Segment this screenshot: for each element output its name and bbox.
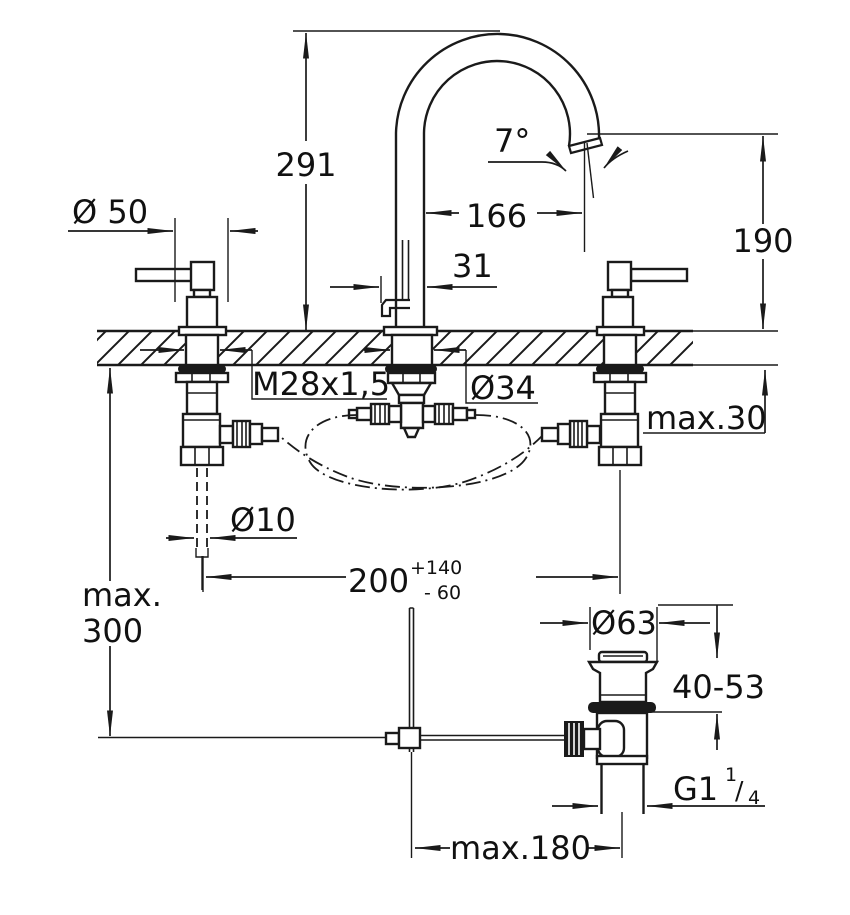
pop-up-rod-assembly: [98, 468, 566, 858]
dim-d10-label: Ø10: [230, 501, 296, 539]
spout-seal: [385, 365, 437, 373]
dim-max300-label-line2: 300: [82, 612, 143, 650]
dim-200-label: 200: [348, 562, 409, 600]
spout: [347, 32, 604, 439]
dim-31-label: 31: [452, 247, 493, 285]
dim-rod-offset: 31: [330, 247, 497, 303]
dim-waste-thread: G1 1 / 4: [552, 764, 765, 809]
dim-200-tol-minus: - 60: [424, 582, 461, 604]
dim-g114-frac-slash: /: [735, 776, 744, 805]
dim-pull-rod: Ø10: [166, 501, 297, 541]
spout-outlet: [567, 136, 604, 155]
dim-hole-spacing: 200 +140 - 60: [202, 556, 619, 604]
left-handle: [134, 260, 280, 467]
dim-g114-frac-den: 4: [748, 787, 760, 809]
waste-tailpipe: [600, 764, 645, 814]
waste-plug: [597, 650, 649, 664]
waste-assembly: [564, 650, 660, 858]
left-lever: [134, 267, 194, 283]
dim-spout-angle: 7°: [488, 122, 629, 199]
dim-d63-label: Ø63: [591, 604, 657, 642]
dim-waste-flange: Ø63: [540, 604, 710, 662]
dim-max300-label-line1: max.: [82, 576, 162, 614]
dim-rod-to-waste: max.180: [414, 829, 621, 867]
dim-spout-reach: 166: [425, 143, 586, 252]
dim-291-label: 291: [275, 146, 336, 184]
dim-7deg-label: 7°: [494, 122, 530, 160]
dim-max30-label: max.30: [646, 399, 767, 437]
dim-4053-label: 40-53: [672, 668, 765, 706]
dim-shank-thread: M28x1,5: [140, 347, 390, 403]
supply-hoses: [281, 414, 543, 491]
dim-200-tol-plus: +140: [410, 557, 462, 579]
dim-m28-label: M28x1,5: [252, 365, 390, 403]
left-seal: [178, 365, 226, 373]
dim-spout-height: 291: [275, 30, 500, 331]
right-handle: [540, 260, 689, 594]
dim-clamping-range: 40-53: [650, 604, 765, 750]
dim-handle-diameter: Ø 50: [68, 193, 258, 302]
right-seal: [596, 365, 644, 373]
dim-d50-label: Ø 50: [72, 193, 148, 231]
right-lever: [629, 267, 689, 283]
dim-max-hose-length: max. 300: [82, 367, 162, 737]
dim-d34-label: Ø34: [470, 369, 536, 407]
waste-seal-ring: [588, 702, 656, 713]
dim-deck-thickness: max.30: [643, 369, 768, 437]
dim-deck-hole: Ø34: [364, 347, 538, 407]
dim-max180-label: max.180: [450, 829, 591, 867]
dim-190-label: 190: [732, 222, 793, 260]
dim-outlet-height: 190: [587, 133, 794, 330]
dim-g114-frac-num: 1: [725, 764, 737, 786]
dim-g114-label: G1: [673, 770, 718, 808]
dim-166-label: 166: [466, 197, 527, 235]
